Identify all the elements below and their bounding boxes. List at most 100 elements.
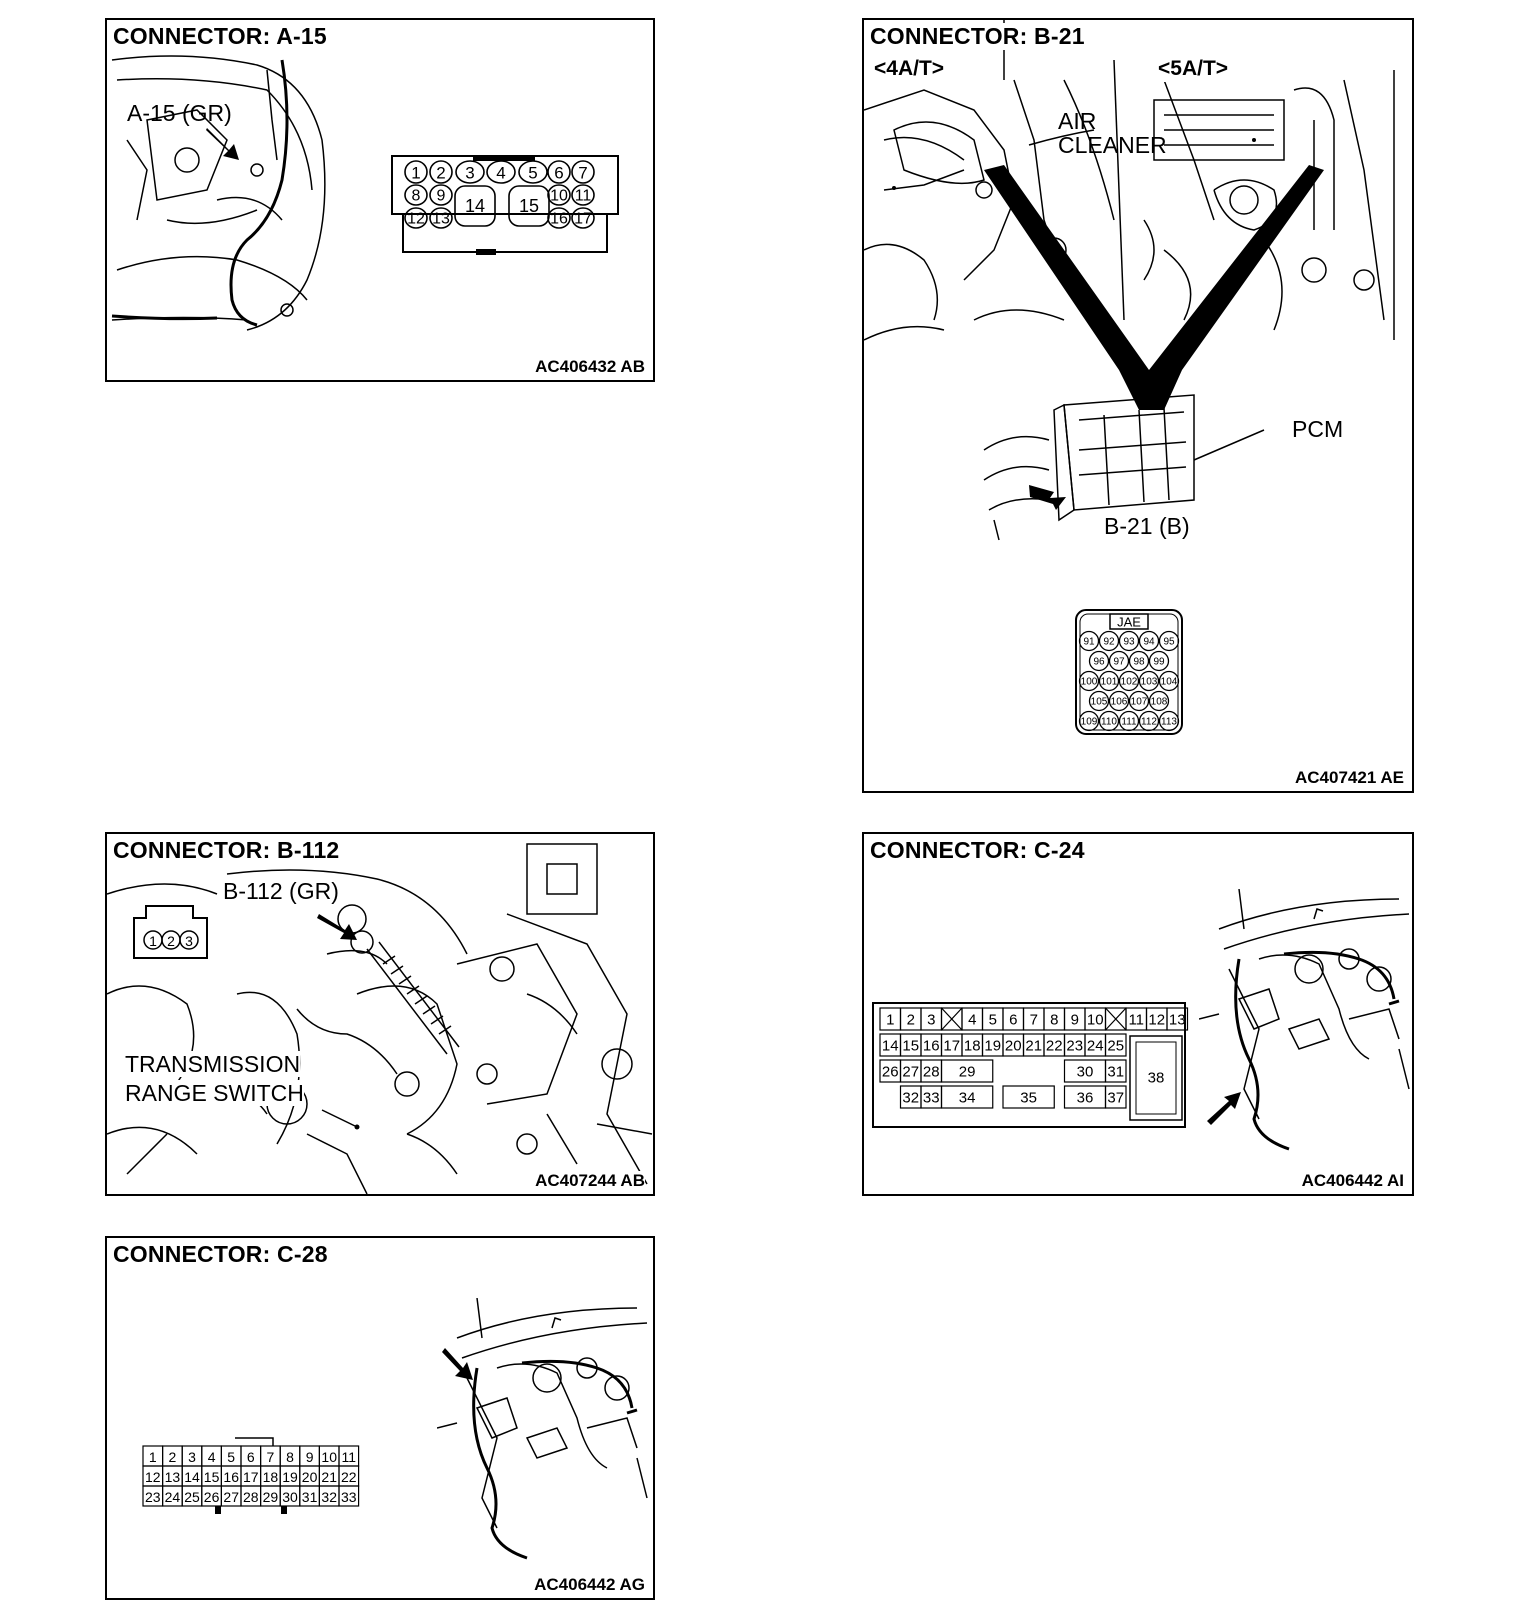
pin-cavity: [1118, 630, 1140, 652]
pin-number: 16: [923, 1038, 940, 1055]
pin-number: 22: [1046, 1038, 1063, 1055]
pin-number: 28: [243, 1489, 259, 1505]
air-cleaner-pcm-illustration: [864, 20, 1395, 541]
pin-number: 38: [1148, 1070, 1165, 1087]
pin-number: 2: [169, 1449, 177, 1465]
pin-number: 27: [902, 1064, 919, 1081]
pin-number: 6: [554, 164, 563, 183]
pin-number: 24: [1087, 1038, 1104, 1055]
connector-housing: [872, 1002, 1186, 1128]
connector-key: [281, 1506, 287, 1514]
pin-number: 12: [407, 211, 425, 228]
pin-cavity: [1148, 690, 1170, 712]
pin-number: 92: [1103, 637, 1115, 648]
pin-cavity: [1158, 630, 1180, 652]
pin-number: 18: [263, 1469, 279, 1485]
pin-number: 4: [968, 1012, 976, 1029]
pin-cavity: [1138, 710, 1160, 732]
pin-cavity: [404, 207, 428, 229]
pin-number: 12: [1148, 1012, 1165, 1029]
instrument-panel-harness-illustration: [1199, 889, 1410, 1151]
pin-number: 5: [528, 164, 537, 183]
pin-number: 8: [286, 1449, 294, 1465]
pin-cavity: [1002, 1085, 1055, 1109]
pin-number: 105: [1091, 697, 1108, 708]
pin-cavity: [1088, 690, 1110, 712]
pin-number: 109: [1081, 717, 1098, 728]
pin-number: 10: [1087, 1012, 1104, 1029]
pin-number: 13: [1169, 1012, 1186, 1029]
pin-number: 110: [1101, 717, 1117, 728]
pin-number: 27: [223, 1489, 239, 1505]
pin-cavity: [940, 1085, 994, 1109]
pin-number: 95: [1163, 637, 1175, 648]
pin-cavity-large: [454, 185, 496, 227]
figure-code: AC406432 AB: [531, 357, 645, 377]
pin-number: 23: [145, 1489, 161, 1505]
pin-cavity: [1108, 690, 1130, 712]
pin-number: 107: [1131, 697, 1148, 708]
pin-number: 19: [282, 1469, 298, 1485]
pin-number: 94: [1143, 637, 1155, 648]
pin-number: 3: [185, 933, 193, 949]
pin-cavity: [571, 207, 595, 229]
panel-connector-b112: CONNECTOR: B-112: [105, 832, 655, 1196]
pin-number: 2: [436, 164, 445, 183]
pin-cavity: [1104, 1085, 1127, 1109]
pin-number: 106: [1111, 697, 1128, 708]
pin-number: 18: [964, 1038, 981, 1055]
panel-connector-b21: CONNECTOR: B-21: [862, 18, 1414, 793]
pin-cavity-large: [1129, 1035, 1183, 1121]
pin-number: 5: [989, 1012, 997, 1029]
blank-cavity: [940, 1007, 963, 1031]
pin-number: 104: [1161, 677, 1178, 688]
pin-cavity: [1108, 650, 1130, 672]
pin-cavity: [1098, 710, 1120, 732]
pin-number: 15: [519, 196, 539, 216]
panel-title: CONNECTOR: B-112: [113, 837, 344, 864]
pcm-label: PCM: [1292, 416, 1344, 442]
pin-number: 4: [208, 1449, 216, 1465]
pin-number: 17: [943, 1038, 960, 1055]
pin-number: 21: [1025, 1038, 1042, 1055]
pin-number: 93: [1123, 637, 1135, 648]
figure-code: AC407421 AE: [1291, 768, 1404, 788]
panel-connector-a15: CONNECTOR: A-15 A-15 (GR): [105, 18, 655, 382]
pin-cavity: [486, 160, 516, 184]
transmission-range-switch-illustration: [107, 843, 653, 1194]
pin-number: 7: [267, 1449, 275, 1465]
pin-number: 31: [302, 1489, 318, 1505]
pin-number: 11: [1128, 1012, 1144, 1029]
figure-code: AC406442 AG: [530, 1575, 645, 1595]
air-cleaner-label-line2: CLEANER: [1058, 132, 1167, 158]
pin-cavity: [1128, 690, 1150, 712]
pin-number: 103: [1141, 677, 1158, 688]
pin-number: 16: [223, 1469, 239, 1485]
pin-number: 29: [263, 1489, 279, 1505]
pin-number: 23: [1066, 1038, 1083, 1055]
pin-number: 102: [1121, 677, 1138, 688]
pin-number: 9: [306, 1449, 314, 1465]
variant-label-4at: <4A/T>: [874, 56, 945, 82]
pin-number: 13: [165, 1469, 181, 1485]
pin-number: 21: [321, 1469, 337, 1485]
pin-number: 29: [959, 1064, 976, 1081]
pin-number: 12: [145, 1469, 161, 1485]
connector-key: [215, 1506, 221, 1514]
pin-number: 16: [550, 211, 568, 228]
pin-number: 36: [1077, 1090, 1094, 1107]
pin-cavity-large-inner: [1135, 1041, 1177, 1115]
pin-cavity-large: [508, 185, 550, 227]
pin-number: 22: [341, 1469, 357, 1485]
range-switch-label-line1: TRANSMISSION: [125, 1051, 301, 1077]
pin-number: 15: [204, 1469, 220, 1485]
blank-cavity-mark: [1105, 1007, 1127, 1031]
pin-number: 33: [923, 1090, 940, 1107]
pin-number: 11: [575, 188, 592, 205]
pin-number: 17: [574, 211, 592, 228]
engine-bay-illustration: [111, 55, 326, 331]
connector-callout-label: B-112 (GR): [223, 878, 339, 904]
pin-number: 1: [886, 1012, 894, 1029]
